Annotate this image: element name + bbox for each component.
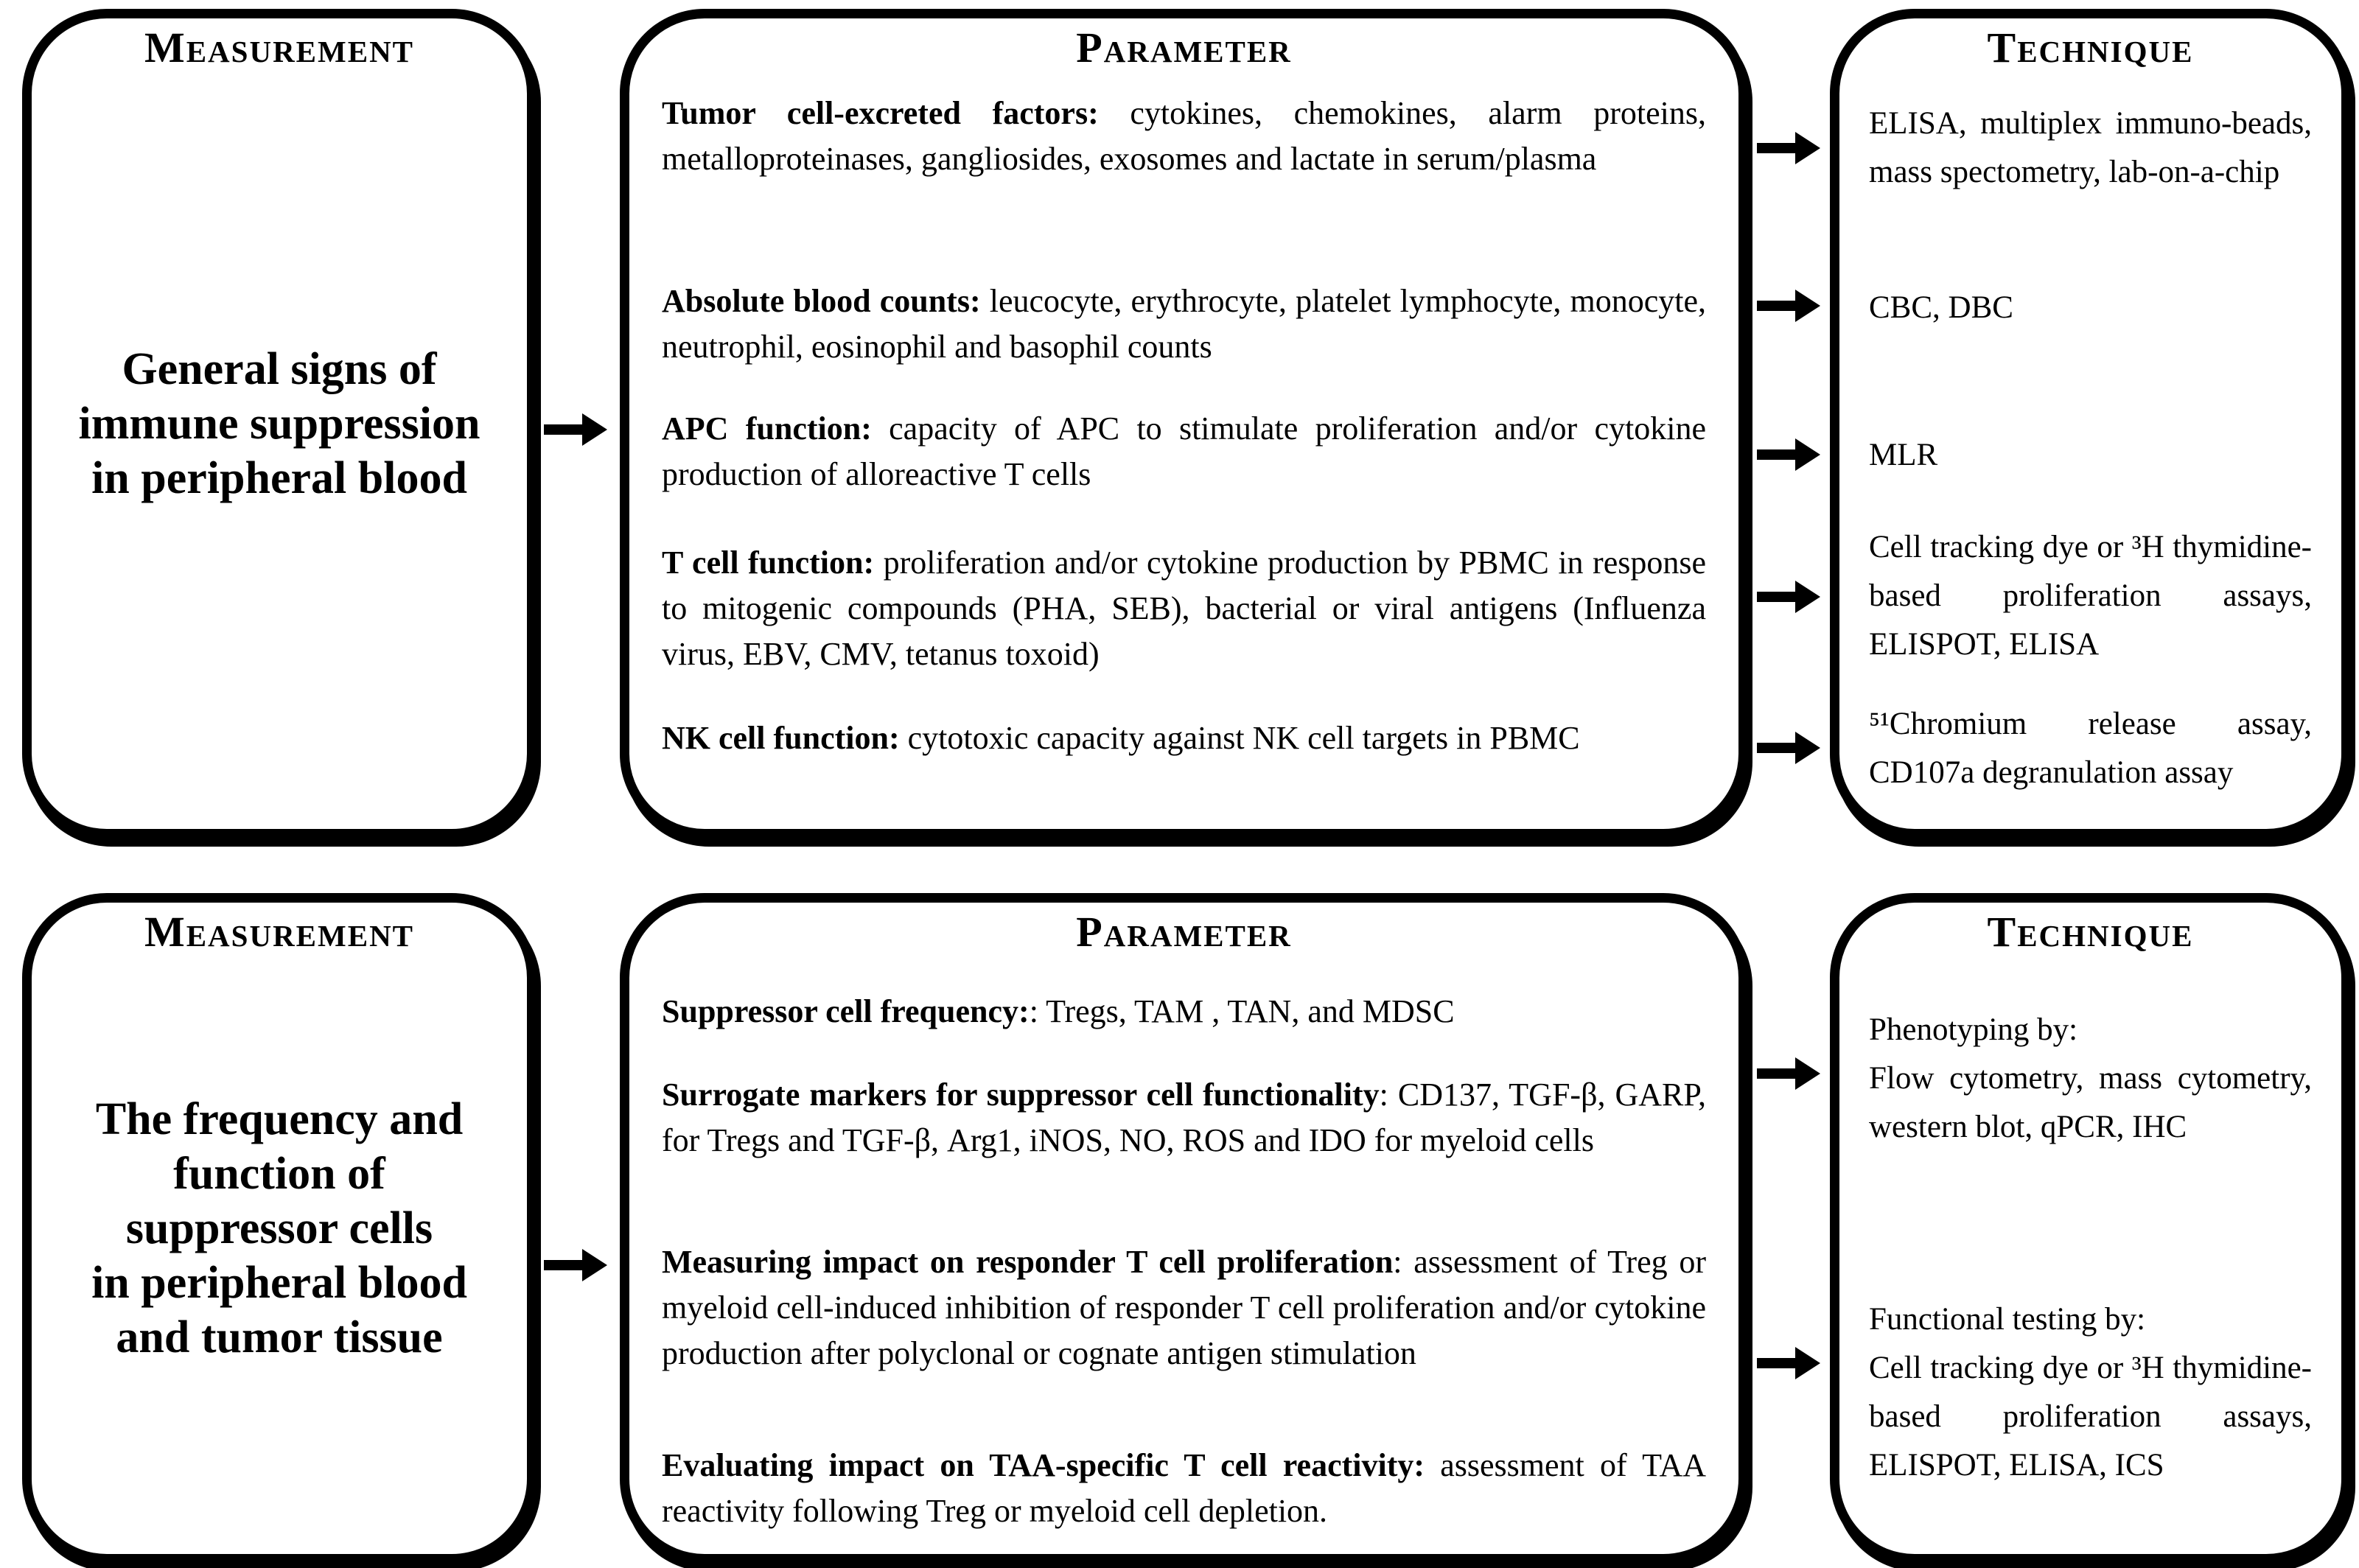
parameter-item-lead: Suppressor cell frequency: bbox=[662, 993, 1030, 1029]
technique-item-text: ⁵¹Chromium release assay, CD107a degranu… bbox=[1869, 707, 2312, 790]
measurement-box-2: Measurement The frequency and function o… bbox=[22, 893, 537, 1564]
parameter-item-lead: APC function: bbox=[662, 410, 872, 447]
technique-item: CBC, DBC bbox=[1869, 284, 2312, 332]
parameter-item-lead: T cell function: bbox=[662, 545, 875, 581]
parameter-item: T cell function: proliferation and/or cy… bbox=[662, 540, 1706, 677]
parameter-item-text: assessment of TAA reactivity following T… bbox=[662, 1447, 1706, 1529]
arrow-right-icon bbox=[1757, 578, 1820, 616]
parameter-item-text: cytotoxic capacity against NK cell targe… bbox=[899, 720, 1580, 756]
technique-item-text: MLR bbox=[1869, 438, 1938, 472]
parameter-item: Suppressor cell frequency:: Tregs, TAM ,… bbox=[662, 989, 1706, 1035]
arrow-right-icon bbox=[1757, 1344, 1820, 1382]
arrow-right-icon bbox=[1757, 287, 1820, 325]
technique-item: MLR bbox=[1869, 431, 2312, 480]
arrow-right-icon bbox=[1757, 1054, 1820, 1093]
measurement-text: General signs of immune suppression in p… bbox=[78, 344, 480, 503]
parameter-item-text: capacity of APC to stimulate proliferati… bbox=[662, 410, 1706, 492]
technique-item-text: Cell tracking dye or ³H thymidine-based … bbox=[1869, 530, 2312, 662]
arrow-right-icon bbox=[1757, 129, 1820, 167]
parameter-item-lead: Evaluating impact on TAA-specific T cell… bbox=[662, 1447, 1425, 1483]
parameter-item-lead: Absolute blood counts: bbox=[662, 283, 981, 319]
parameter-item: Surrogate markers for suppressor cell fu… bbox=[662, 1072, 1706, 1163]
parameter-item: Evaluating impact on TAA-specific T cell… bbox=[662, 1443, 1706, 1534]
parameter-item-lead: NK cell function: bbox=[662, 720, 900, 756]
parameter-box-2: Parameter Suppressor cell frequency:: Tr… bbox=[620, 893, 1748, 1564]
technique-item-label: Functional testing by: bbox=[1869, 1302, 2146, 1337]
parameter-item: APC function: capacity of APC to stimula… bbox=[662, 406, 1706, 497]
parameter-item-text: leucocyte, erythrocyte, platelet lymphoc… bbox=[662, 283, 1707, 365]
arrow-right-icon bbox=[1757, 435, 1820, 474]
parameter-item-text: : CD137, TGF-β, GARP, for Tregs and TGF-… bbox=[662, 1077, 1706, 1158]
technique-item: ⁵¹Chromium release assay, CD107a degranu… bbox=[1869, 700, 2312, 797]
measurement-box-1: Measurement General signs of immune supp… bbox=[22, 9, 537, 839]
technique-item: Phenotyping by: Flow cytometry, mass cyt… bbox=[1869, 1006, 2312, 1152]
parameter-item-text: : Tregs, TAM , TAN, and MDSC bbox=[1029, 993, 1455, 1029]
parameter-item-text: proliferation and/or cytokine production… bbox=[662, 545, 1707, 672]
parameter-item-text: cytokines, chemokines, alarm proteins, m… bbox=[662, 95, 1706, 177]
arrow-right-icon bbox=[544, 1246, 607, 1284]
parameter-header: Parameter bbox=[1076, 908, 1292, 956]
parameter-item: Measuring impact on responder T cell pro… bbox=[662, 1239, 1706, 1376]
technique-item-label: Phenotyping by: bbox=[1869, 1012, 2078, 1047]
technique-item: Functional testing by: Cell tracking dye… bbox=[1869, 1295, 2312, 1490]
technique-item: Cell tracking dye or ³H thymidine-based … bbox=[1869, 523, 2312, 669]
technique-item-text: ELISA, multiplex immuno-beads, mass spec… bbox=[1869, 106, 2312, 189]
measurement-header: Measurement bbox=[144, 24, 415, 71]
arrow-right-icon bbox=[544, 410, 607, 449]
parameter-item: Absolute blood counts: leucocyte, erythr… bbox=[662, 279, 1706, 370]
technique-box-1: Technique ELISA, multiplex immuno-beads,… bbox=[1830, 9, 2351, 839]
technique-header: Technique bbox=[1987, 908, 2194, 956]
technique-item-text: Cell tracking dye or ³H thymidine-based … bbox=[1869, 1351, 2312, 1483]
parameter-item: NK cell function: cytotoxic capacity aga… bbox=[662, 715, 1706, 761]
parameter-item-lead: Measuring impact on responder T cell pro… bbox=[662, 1244, 1394, 1280]
measurement-header: Measurement bbox=[144, 908, 415, 956]
parameter-header: Parameter bbox=[1076, 24, 1292, 71]
technique-item-text: Flow cytometry, mass cytometry, western … bbox=[1869, 1061, 2312, 1144]
arrow-right-icon bbox=[1757, 729, 1820, 767]
parameter-item-lead: Tumor cell-excreted factors: bbox=[662, 95, 1099, 131]
measurement-text: The frequency and function of suppressor… bbox=[91, 1094, 467, 1362]
parameter-item-lead: Surrogate markers for suppressor cell fu… bbox=[662, 1077, 1380, 1113]
parameter-item-text: : assessment of Treg or myeloid cell-ind… bbox=[662, 1244, 1706, 1371]
technique-item: ELISA, multiplex immuno-beads, mass spec… bbox=[1869, 99, 2312, 197]
technique-item-text: CBC, DBC bbox=[1869, 290, 2013, 325]
technique-box-2: Technique Phenotyping by: Flow cytometry… bbox=[1830, 893, 2351, 1564]
parameter-box-1: Parameter Tumor cell-excreted factors: c… bbox=[620, 9, 1748, 839]
parameter-item: Tumor cell-excreted factors: cytokines, … bbox=[662, 91, 1706, 182]
technique-header: Technique bbox=[1987, 24, 2194, 71]
